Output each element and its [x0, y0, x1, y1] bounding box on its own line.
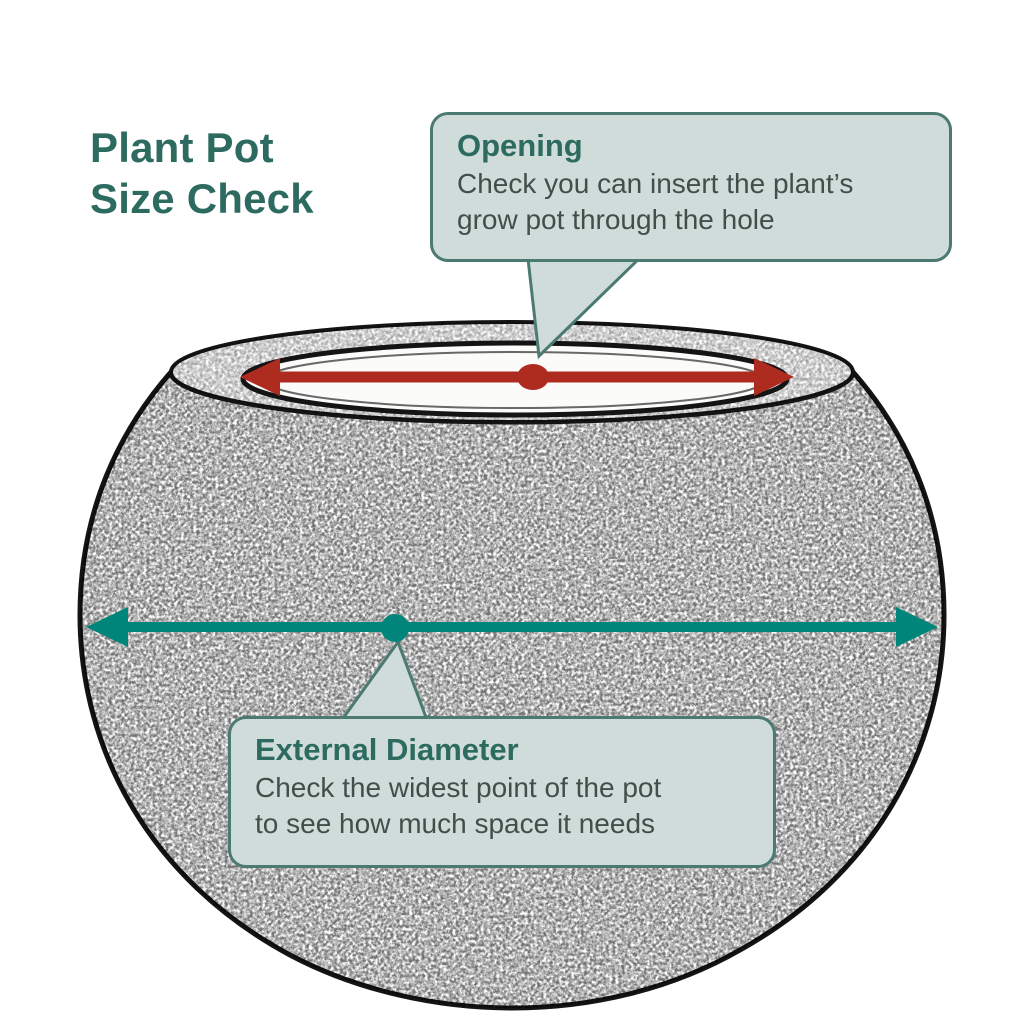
page-title-line-2: Size Check: [90, 175, 314, 223]
external-callout-heading: External Diameter: [255, 732, 519, 767]
opening-callout-text-line-2: grow pot through the hole: [457, 204, 775, 236]
page-title-line-1: Plant Pot: [90, 124, 274, 171]
pot-texture: [80, 372, 944, 1008]
opening-callout: Opening Check you can insert the plant’s…: [430, 112, 952, 262]
opening-callout-text-line-1: Check you can insert the plant’s: [457, 167, 854, 199]
external-diameter-callout: External Diameter Check the widest point…: [228, 716, 776, 868]
opening-midpoint-dot: [517, 364, 549, 390]
opening-callout-heading: Opening: [457, 128, 583, 163]
external-callout-text-line-1: Check the widest point of the pot: [255, 771, 662, 803]
page-title: Plant Pot Size Check: [90, 122, 314, 224]
external-midpoint-dot: [381, 614, 409, 642]
external-diameter-arrow: [86, 607, 938, 647]
external-callout-text-line-2: to see how much space it needs: [255, 808, 656, 840]
